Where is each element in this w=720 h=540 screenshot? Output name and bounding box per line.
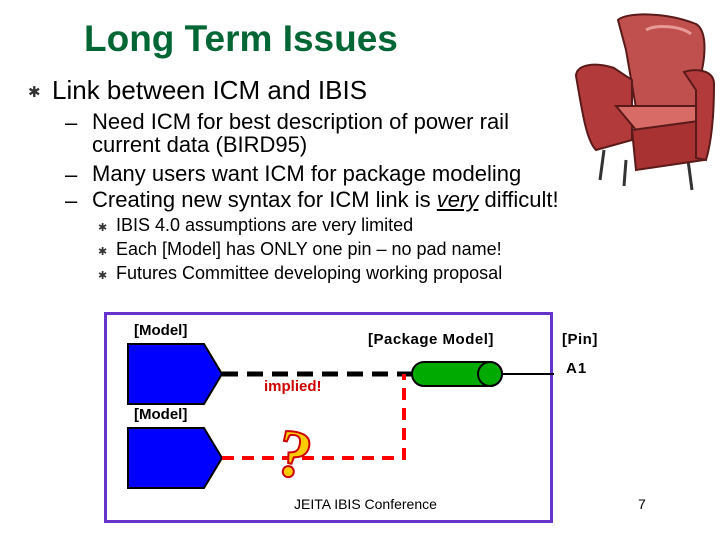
pin-label: [Pin]: [562, 331, 598, 348]
subbullet-3-emphasis: very: [436, 187, 479, 212]
model-block-1: [127, 343, 224, 405]
star-bullet-icon: ✱: [28, 84, 41, 101]
dash-bullet: –: [65, 188, 78, 213]
armchair-icon: [574, 13, 716, 191]
subsubbullet-3: Futures Committee developing working pro…: [116, 263, 503, 283]
subbullet-1-line-1: Need ICM for best description of power r…: [92, 109, 509, 134]
dash-bullet: –: [65, 162, 78, 187]
diagram-border: [104, 312, 553, 523]
package-model-label: [Package Model]: [368, 331, 494, 348]
pin-name: A1: [566, 360, 588, 377]
slide-title: Long Term Issues: [84, 18, 398, 59]
icm-link-diagram: ?: [104, 312, 554, 523]
subsubbullet-1: IBIS 4.0 assumptions are very limited: [116, 215, 414, 235]
star-bullet-icon: ✱: [98, 246, 108, 258]
star-bullet-icon: ✱: [98, 270, 108, 282]
subsubbullet-2: Each [Model] has ONLY one pin – no pad n…: [116, 239, 502, 259]
subbullet-1-line-2: current data (BIRD95): [92, 132, 308, 157]
question-mark: ?: [270, 413, 319, 494]
model-label-1: [Model]: [134, 322, 188, 339]
implied-label: implied!: [264, 378, 322, 395]
model-block-2: [127, 427, 224, 489]
dash-bullet: –: [65, 110, 78, 135]
subbullet-3-before: Creating new syntax for ICM link is: [92, 187, 437, 212]
star-bullet-icon: ✱: [98, 222, 108, 234]
subbullet-1: Need ICM for best description of power r…: [92, 110, 509, 156]
page-number: 7: [638, 496, 646, 512]
footer-text: JEITA IBIS Conference: [294, 496, 437, 512]
implied-wire: [222, 374, 406, 460]
model-label-2: [Model]: [134, 406, 188, 423]
subbullet-3-after: difficult!: [478, 187, 559, 212]
subbullet-3: Creating new syntax for ICM link is very…: [92, 188, 559, 211]
bullet-text: Link between ICM and IBIS: [52, 75, 368, 105]
pin-circle: [477, 361, 503, 387]
subbullet-2: Many users want ICM for package modeling: [92, 161, 522, 186]
